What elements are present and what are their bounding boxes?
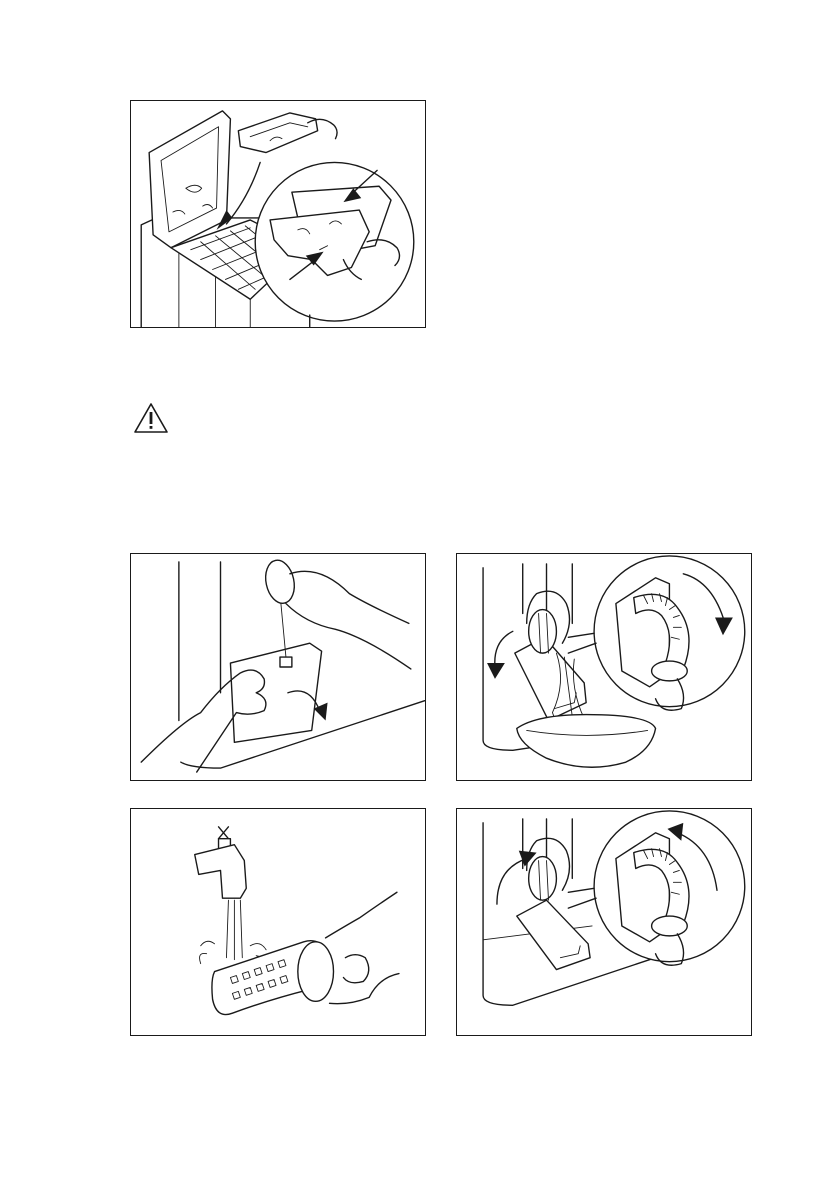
drain-filter-refitting-illustration [457, 809, 751, 1035]
dispenser-removal-illustration [131, 101, 425, 327]
filter-rinsing-illustration [131, 809, 425, 1035]
figure-filter-rinsing [130, 808, 426, 1036]
drain-filter-removal-illustration [457, 554, 751, 780]
figure-filter-cover-opening [130, 553, 426, 781]
warning-triangle-icon [132, 401, 170, 435]
figure-drain-filter-removal [456, 553, 752, 781]
figure-dispenser-removal [130, 100, 426, 328]
filter-cover-illustration [131, 554, 425, 780]
figure-drain-filter-refitting [456, 808, 752, 1036]
